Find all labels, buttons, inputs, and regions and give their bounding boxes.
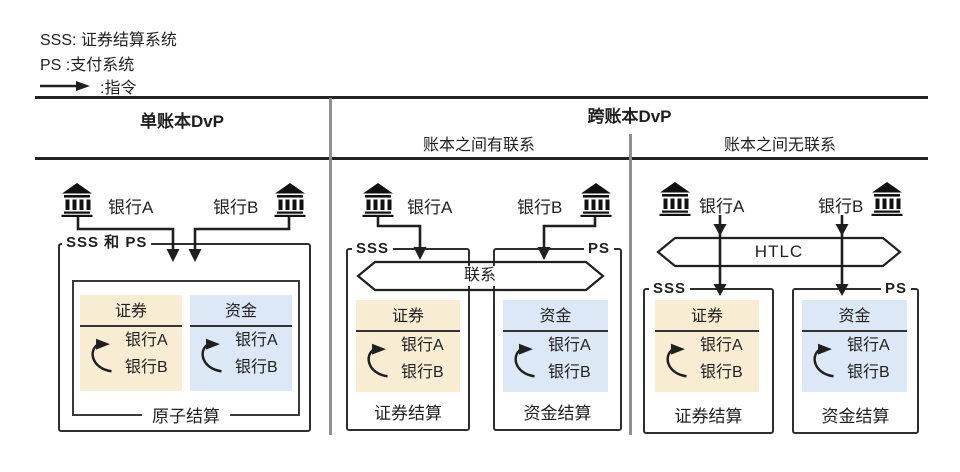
header-unlinked-ledgers: 账本之间无联系 bbox=[723, 137, 836, 154]
legend-ps: PS :支付系统 bbox=[40, 57, 135, 74]
card-row-bank-b: 银行B bbox=[548, 364, 591, 381]
header-linked-ledgers: 账本之间有联系 bbox=[422, 137, 535, 154]
ps-box-label: PS bbox=[880, 279, 911, 299]
header-cross-ledger: 跨账本DvP bbox=[587, 107, 672, 126]
securities-card-title: 证券 bbox=[690, 308, 723, 325]
atomic-settlement-box: 原子结算 bbox=[72, 280, 300, 427]
link-connector-label: 联系 bbox=[445, 266, 515, 286]
funds-card-title: 资金 bbox=[838, 308, 871, 325]
instruction-arrow-icon bbox=[40, 81, 90, 91]
sss-box: SSS 证券结算 bbox=[643, 279, 774, 434]
securities-card: 证券 银行A 银行B bbox=[655, 300, 759, 392]
transfer-arrow-icon bbox=[514, 343, 535, 377]
bank-a-label: 银行A bbox=[699, 197, 745, 216]
htlc-connector-label: HTLC bbox=[743, 242, 815, 262]
bank-a-label: 银行A bbox=[407, 198, 453, 217]
card-title-rule bbox=[802, 330, 907, 332]
sss-and-ps-box-label: SSS 和 PS bbox=[62, 233, 152, 253]
legend-instruction: :指令 bbox=[40, 74, 136, 98]
header-top-rule bbox=[35, 96, 928, 99]
funds-card: 资金 银行A 银行B bbox=[503, 300, 608, 392]
securities-card: 证券 银行A 银行B bbox=[356, 300, 460, 392]
card-title-rule bbox=[80, 325, 182, 327]
sss-box-label: SSS bbox=[649, 279, 691, 299]
bank-b-label: 银行B bbox=[517, 198, 563, 217]
card-row-bank-b: 银行B bbox=[700, 364, 743, 381]
bank-a-label: 银行A bbox=[108, 198, 154, 217]
card-title-rule bbox=[655, 330, 759, 332]
bank-b-icon bbox=[871, 182, 903, 216]
funds-card: 资金 银行A 银行B bbox=[802, 300, 907, 392]
bank-b-label: 银行B bbox=[818, 197, 864, 216]
card-row-bank-b: 银行B bbox=[235, 359, 278, 376]
funds-settlement-label: 资金结算 bbox=[821, 407, 890, 426]
funds-card-title: 资金 bbox=[224, 303, 257, 320]
securities-card-title: 证券 bbox=[391, 308, 424, 325]
transfer-arrow-icon bbox=[666, 343, 687, 377]
arrowhead bbox=[835, 224, 849, 236]
bank-b-icon bbox=[580, 183, 612, 217]
card-row-bank-a: 银行A bbox=[548, 337, 591, 354]
card-title-rule bbox=[190, 325, 292, 327]
sss-box-label: SSS bbox=[352, 239, 394, 259]
transfer-arrow-icon bbox=[367, 343, 388, 377]
securities-settlement-label: 证券结算 bbox=[374, 404, 442, 423]
ps-box: PS 资金结算 bbox=[792, 279, 919, 434]
funds-settlement-label: 资金结算 bbox=[523, 404, 592, 423]
column-divider-1 bbox=[329, 98, 332, 435]
card-title-rule bbox=[503, 330, 608, 332]
header-single-ledger: 单账本DvP bbox=[139, 112, 225, 131]
funds-card: 资金 银行A 银行B bbox=[190, 295, 292, 391]
arrowhead bbox=[713, 224, 727, 236]
card-row-bank-a: 银行A bbox=[125, 332, 168, 349]
bank-b-icon bbox=[274, 183, 306, 217]
funds-card-title: 资金 bbox=[539, 308, 572, 325]
transfer-arrow-icon bbox=[201, 338, 222, 372]
card-row-bank-a: 银行A bbox=[847, 337, 890, 354]
bank-a-icon bbox=[362, 183, 394, 217]
securities-card-title: 证券 bbox=[114, 303, 147, 320]
ps-box-label: PS bbox=[583, 239, 614, 259]
transfer-arrow-icon bbox=[91, 338, 112, 372]
bank-a-icon bbox=[659, 182, 691, 216]
header-bottom-rule bbox=[35, 157, 928, 160]
securities-settlement-label: 证券结算 bbox=[674, 407, 743, 426]
atomic-settlement-label: 原子结算 bbox=[142, 407, 230, 427]
card-row-bank-a: 银行A bbox=[401, 337, 444, 354]
column-divider-2 bbox=[629, 134, 632, 435]
card-row-bank-b: 银行B bbox=[401, 364, 444, 381]
bank-b-label: 银行B bbox=[213, 198, 259, 217]
bank-a-icon bbox=[61, 183, 93, 217]
card-row-bank-b: 银行B bbox=[847, 364, 890, 381]
card-row-bank-a: 银行A bbox=[700, 337, 743, 354]
transfer-arrow-icon bbox=[813, 343, 834, 377]
securities-card: 证券 银行A 银行B bbox=[80, 295, 182, 391]
legend-sss: SSS: 证券结算系统 bbox=[40, 32, 177, 49]
card-row-bank-b: 银行B bbox=[125, 359, 168, 376]
card-row-bank-a: 银行A bbox=[235, 332, 278, 349]
ps-box: PS 资金结算 bbox=[493, 239, 622, 431]
card-title-rule bbox=[356, 330, 460, 332]
legend-instruction-label: :指令 bbox=[100, 80, 137, 97]
